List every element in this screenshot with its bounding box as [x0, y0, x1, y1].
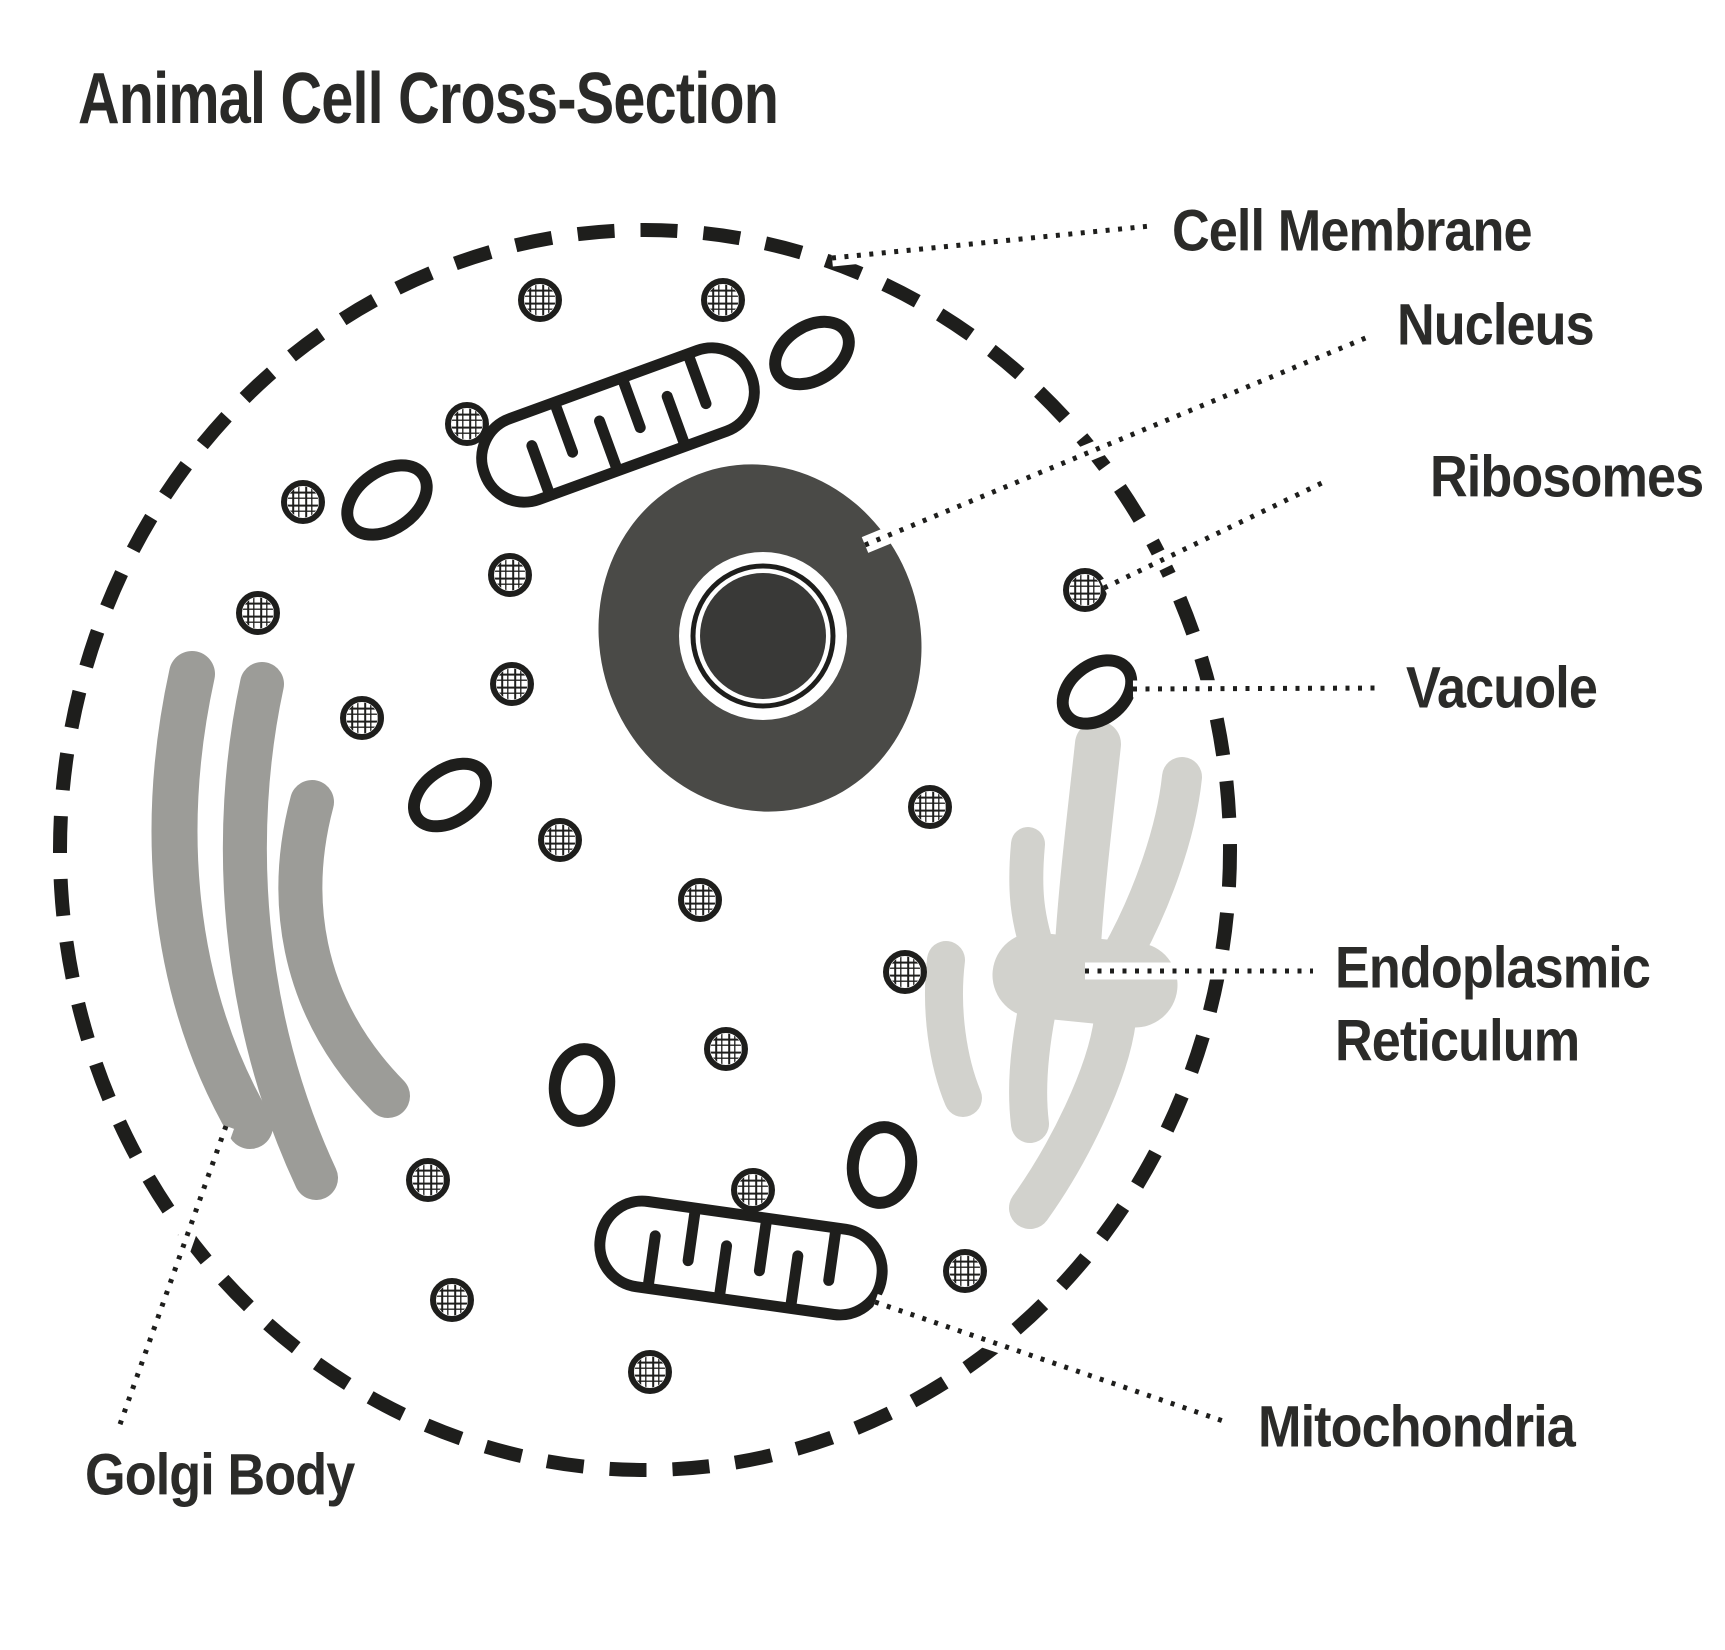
leader-lines	[109, 217, 1381, 1433]
label-ribosomes: Ribosomes	[1430, 444, 1704, 510]
leader-cell-membrane	[831, 217, 1151, 267]
label-vacuole: Vacuole	[1406, 655, 1598, 721]
label-cell-membrane: Cell Membrane	[1172, 198, 1533, 264]
vacuoles	[341, 315, 1138, 1209]
leader-golgi-body	[109, 1123, 235, 1433]
nucleolus-shape	[700, 573, 826, 699]
leader-mitochondria	[872, 1293, 1229, 1431]
nucleus-shape	[598, 464, 922, 812]
label-er-line1: Endoplasmic	[1335, 935, 1651, 1001]
label-er-line2: Reticulum	[1335, 1008, 1580, 1074]
label-nucleus: Nucleus	[1397, 292, 1595, 358]
diagram-title: Animal Cell Cross-Section	[78, 59, 779, 139]
endoplasmic-reticulum-shape	[925, 721, 1202, 1229]
cell-membrane-outline	[53, 223, 1237, 1477]
label-mitochondria: Mitochondria	[1258, 1394, 1576, 1460]
leader-vacuole	[1132, 679, 1381, 698]
label-golgi-body: Golgi Body	[85, 1442, 355, 1508]
leader-nucleus	[861, 329, 1372, 553]
leader-ribosomes	[1100, 473, 1330, 596]
golgi-body-shape	[151, 651, 410, 1200]
